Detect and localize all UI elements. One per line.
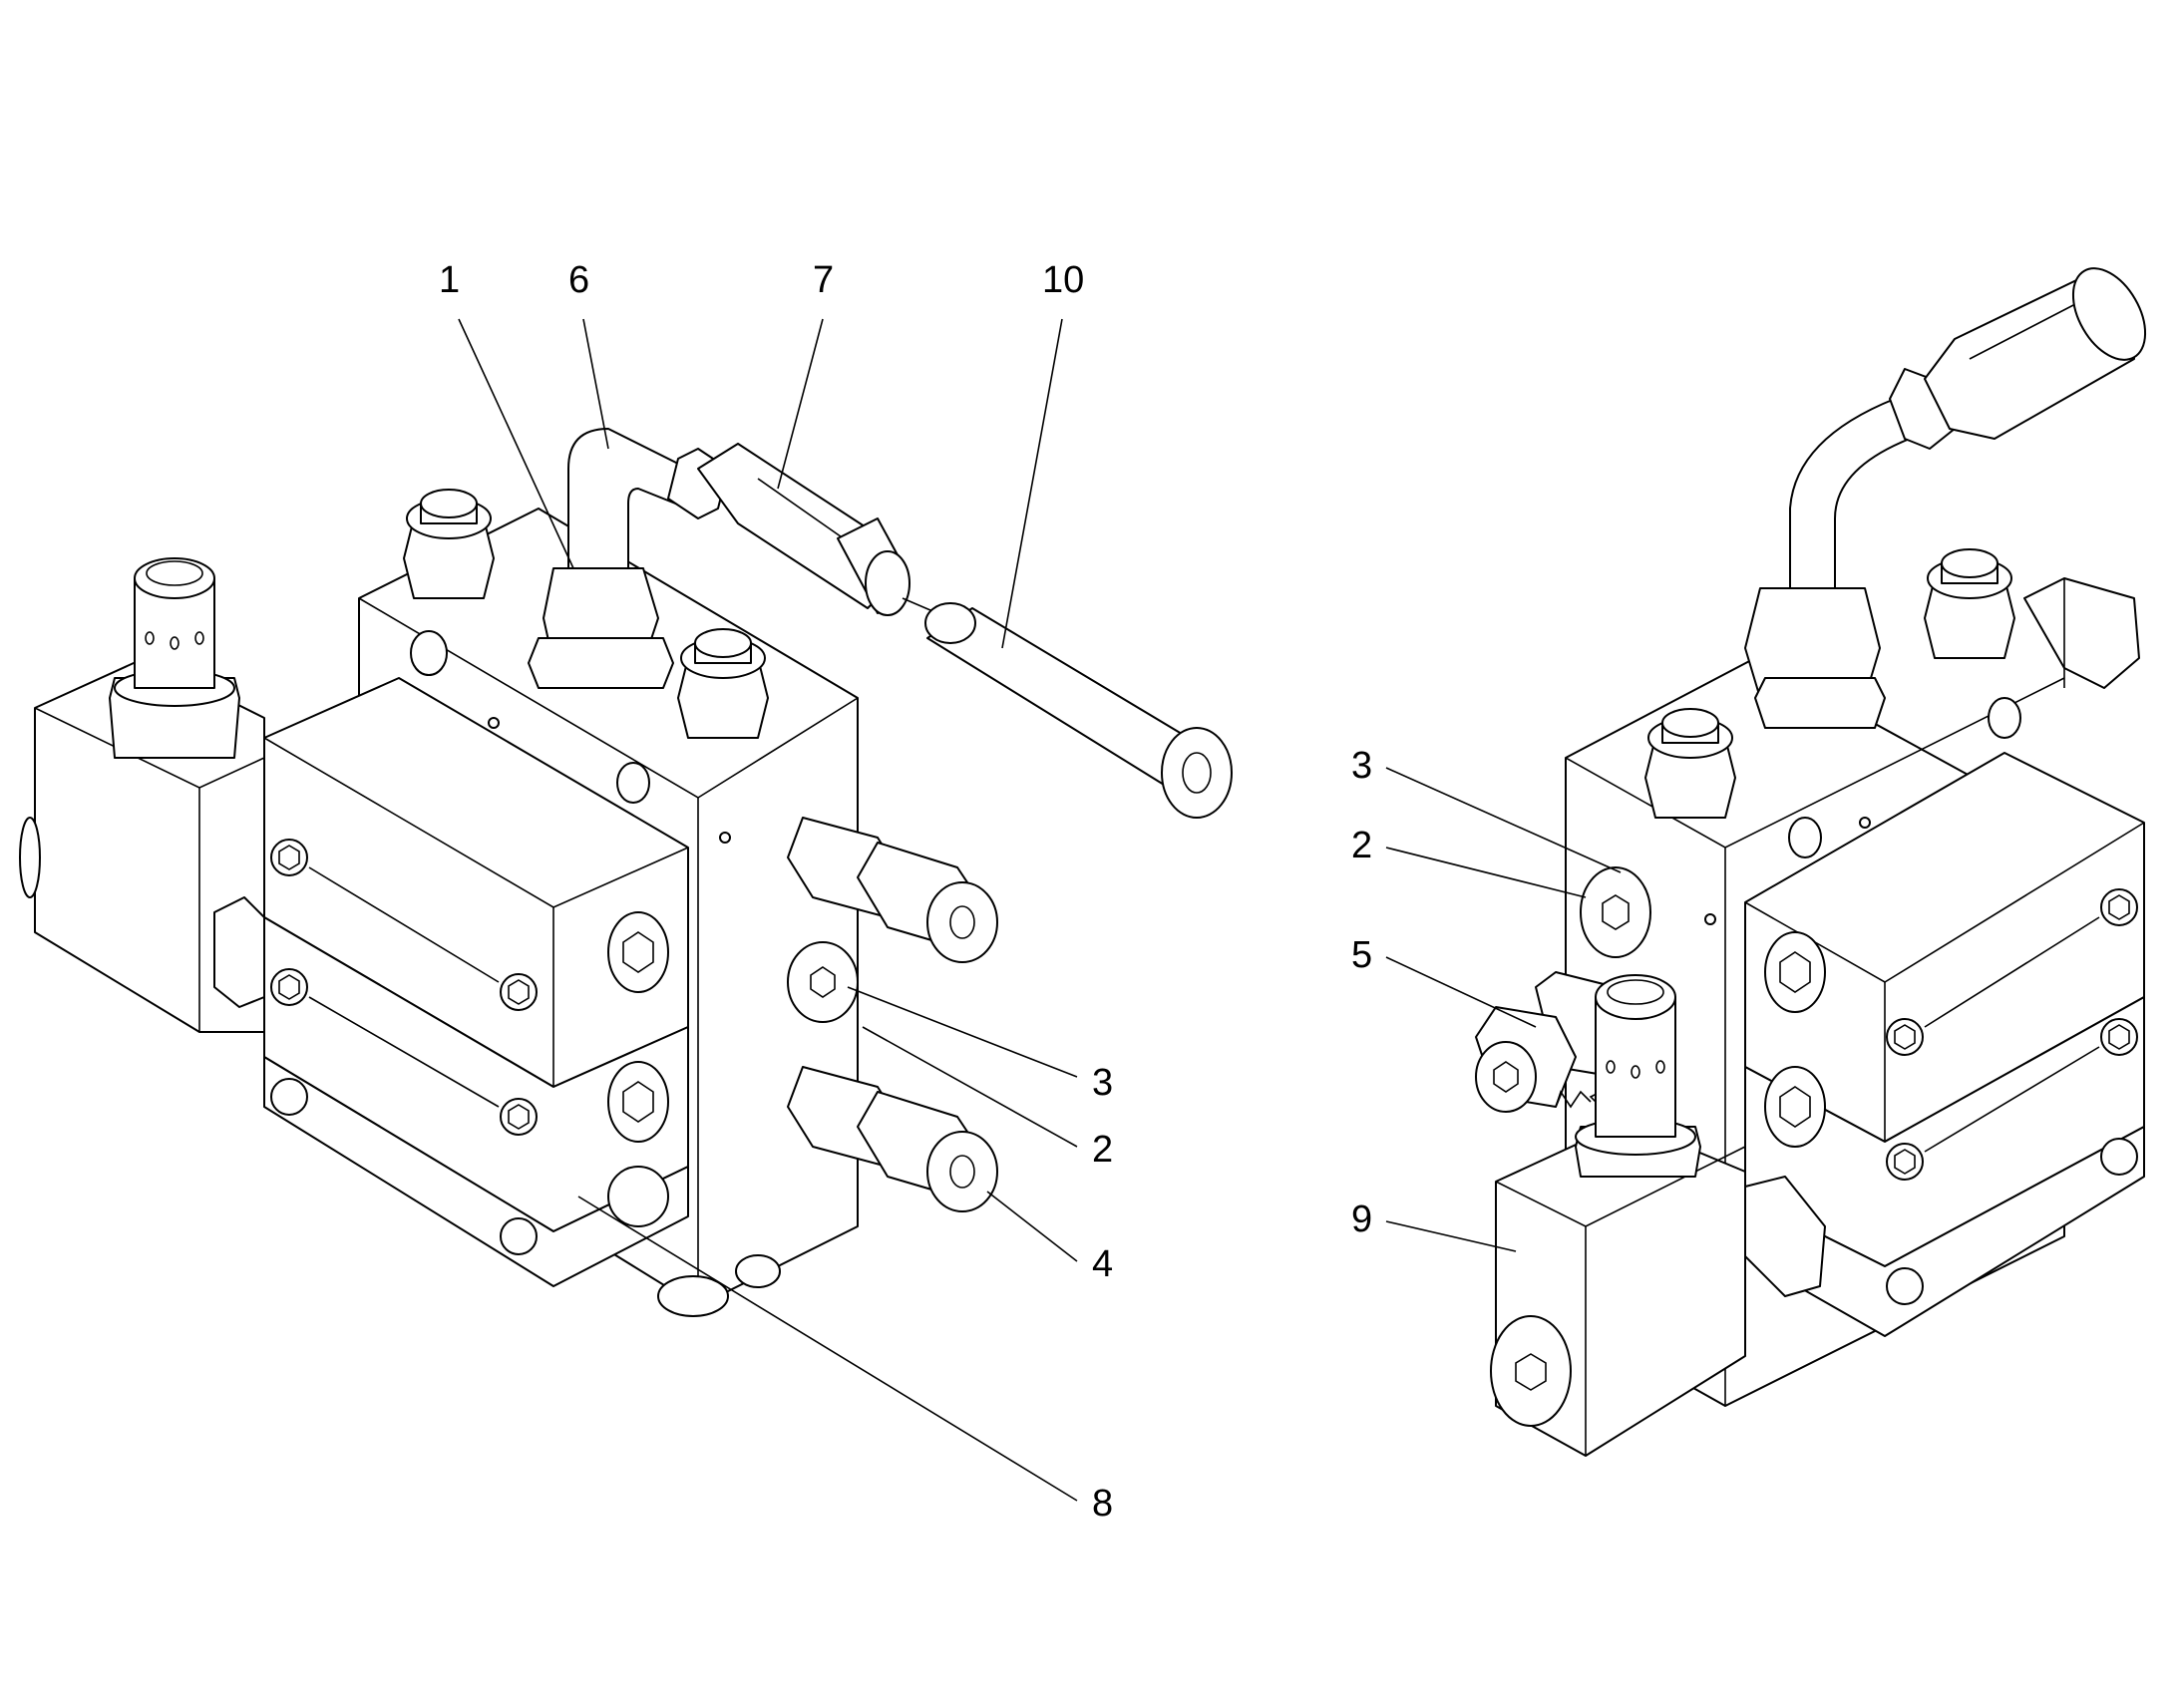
left-cartridge-valve <box>109 557 240 759</box>
right-section-block-middle <box>1744 996 2145 1267</box>
left-washer-seal <box>787 941 859 1023</box>
right-leader-lines <box>1385 767 1622 1252</box>
right-valve-assembly: 3 2 5 9 <box>1351 267 2147 1457</box>
left-hose-coupling <box>697 443 938 616</box>
right-callout-labels: 3 2 5 9 <box>1351 745 1372 1240</box>
callout-5-right: 5 <box>1351 934 1372 976</box>
left-base-bolts <box>657 1254 781 1317</box>
left-leader-lines <box>458 318 1078 1502</box>
callout-3: 3 <box>1092 1062 1113 1104</box>
left-fitting-upper <box>787 817 998 963</box>
left-fitting-lower <box>787 1066 998 1212</box>
left-top-plug-2 <box>677 628 769 739</box>
callout-6: 6 <box>568 259 589 301</box>
right-front-block <box>1490 1121 1746 1457</box>
callout-10: 10 <box>1042 259 1084 301</box>
callout-2-right: 2 <box>1351 825 1372 866</box>
callout-4: 4 <box>1092 1243 1113 1285</box>
right-washer-seal <box>1580 866 1651 958</box>
callout-7: 7 <box>813 259 834 301</box>
callout-1: 1 <box>439 259 460 301</box>
left-section-block-bottom <box>263 1056 689 1287</box>
callout-8: 8 <box>1092 1483 1113 1525</box>
right-section-block-bottom <box>1744 1126 2145 1337</box>
left-top-plug-1 <box>403 489 495 599</box>
left-valve-assembly: 1 6 7 10 3 2 4 8 <box>19 259 1233 1525</box>
callout-2: 2 <box>1092 1129 1113 1171</box>
left-protective-sleeve <box>924 602 1233 819</box>
left-section-block-middle <box>263 916 689 1232</box>
left-elbow-fitting <box>528 428 729 689</box>
right-side-fitting <box>2023 577 2140 689</box>
right-cartridge-valve <box>1575 974 1701 1178</box>
callout-9-right: 9 <box>1351 1198 1372 1240</box>
left-callout-labels: 1 6 7 10 3 2 4 8 <box>439 259 1113 1525</box>
right-top-plug-1 <box>1644 708 1736 819</box>
right-hose-fitting <box>1744 267 2147 729</box>
right-top-plug-2 <box>1924 548 2015 659</box>
callout-3-right: 3 <box>1351 745 1372 787</box>
